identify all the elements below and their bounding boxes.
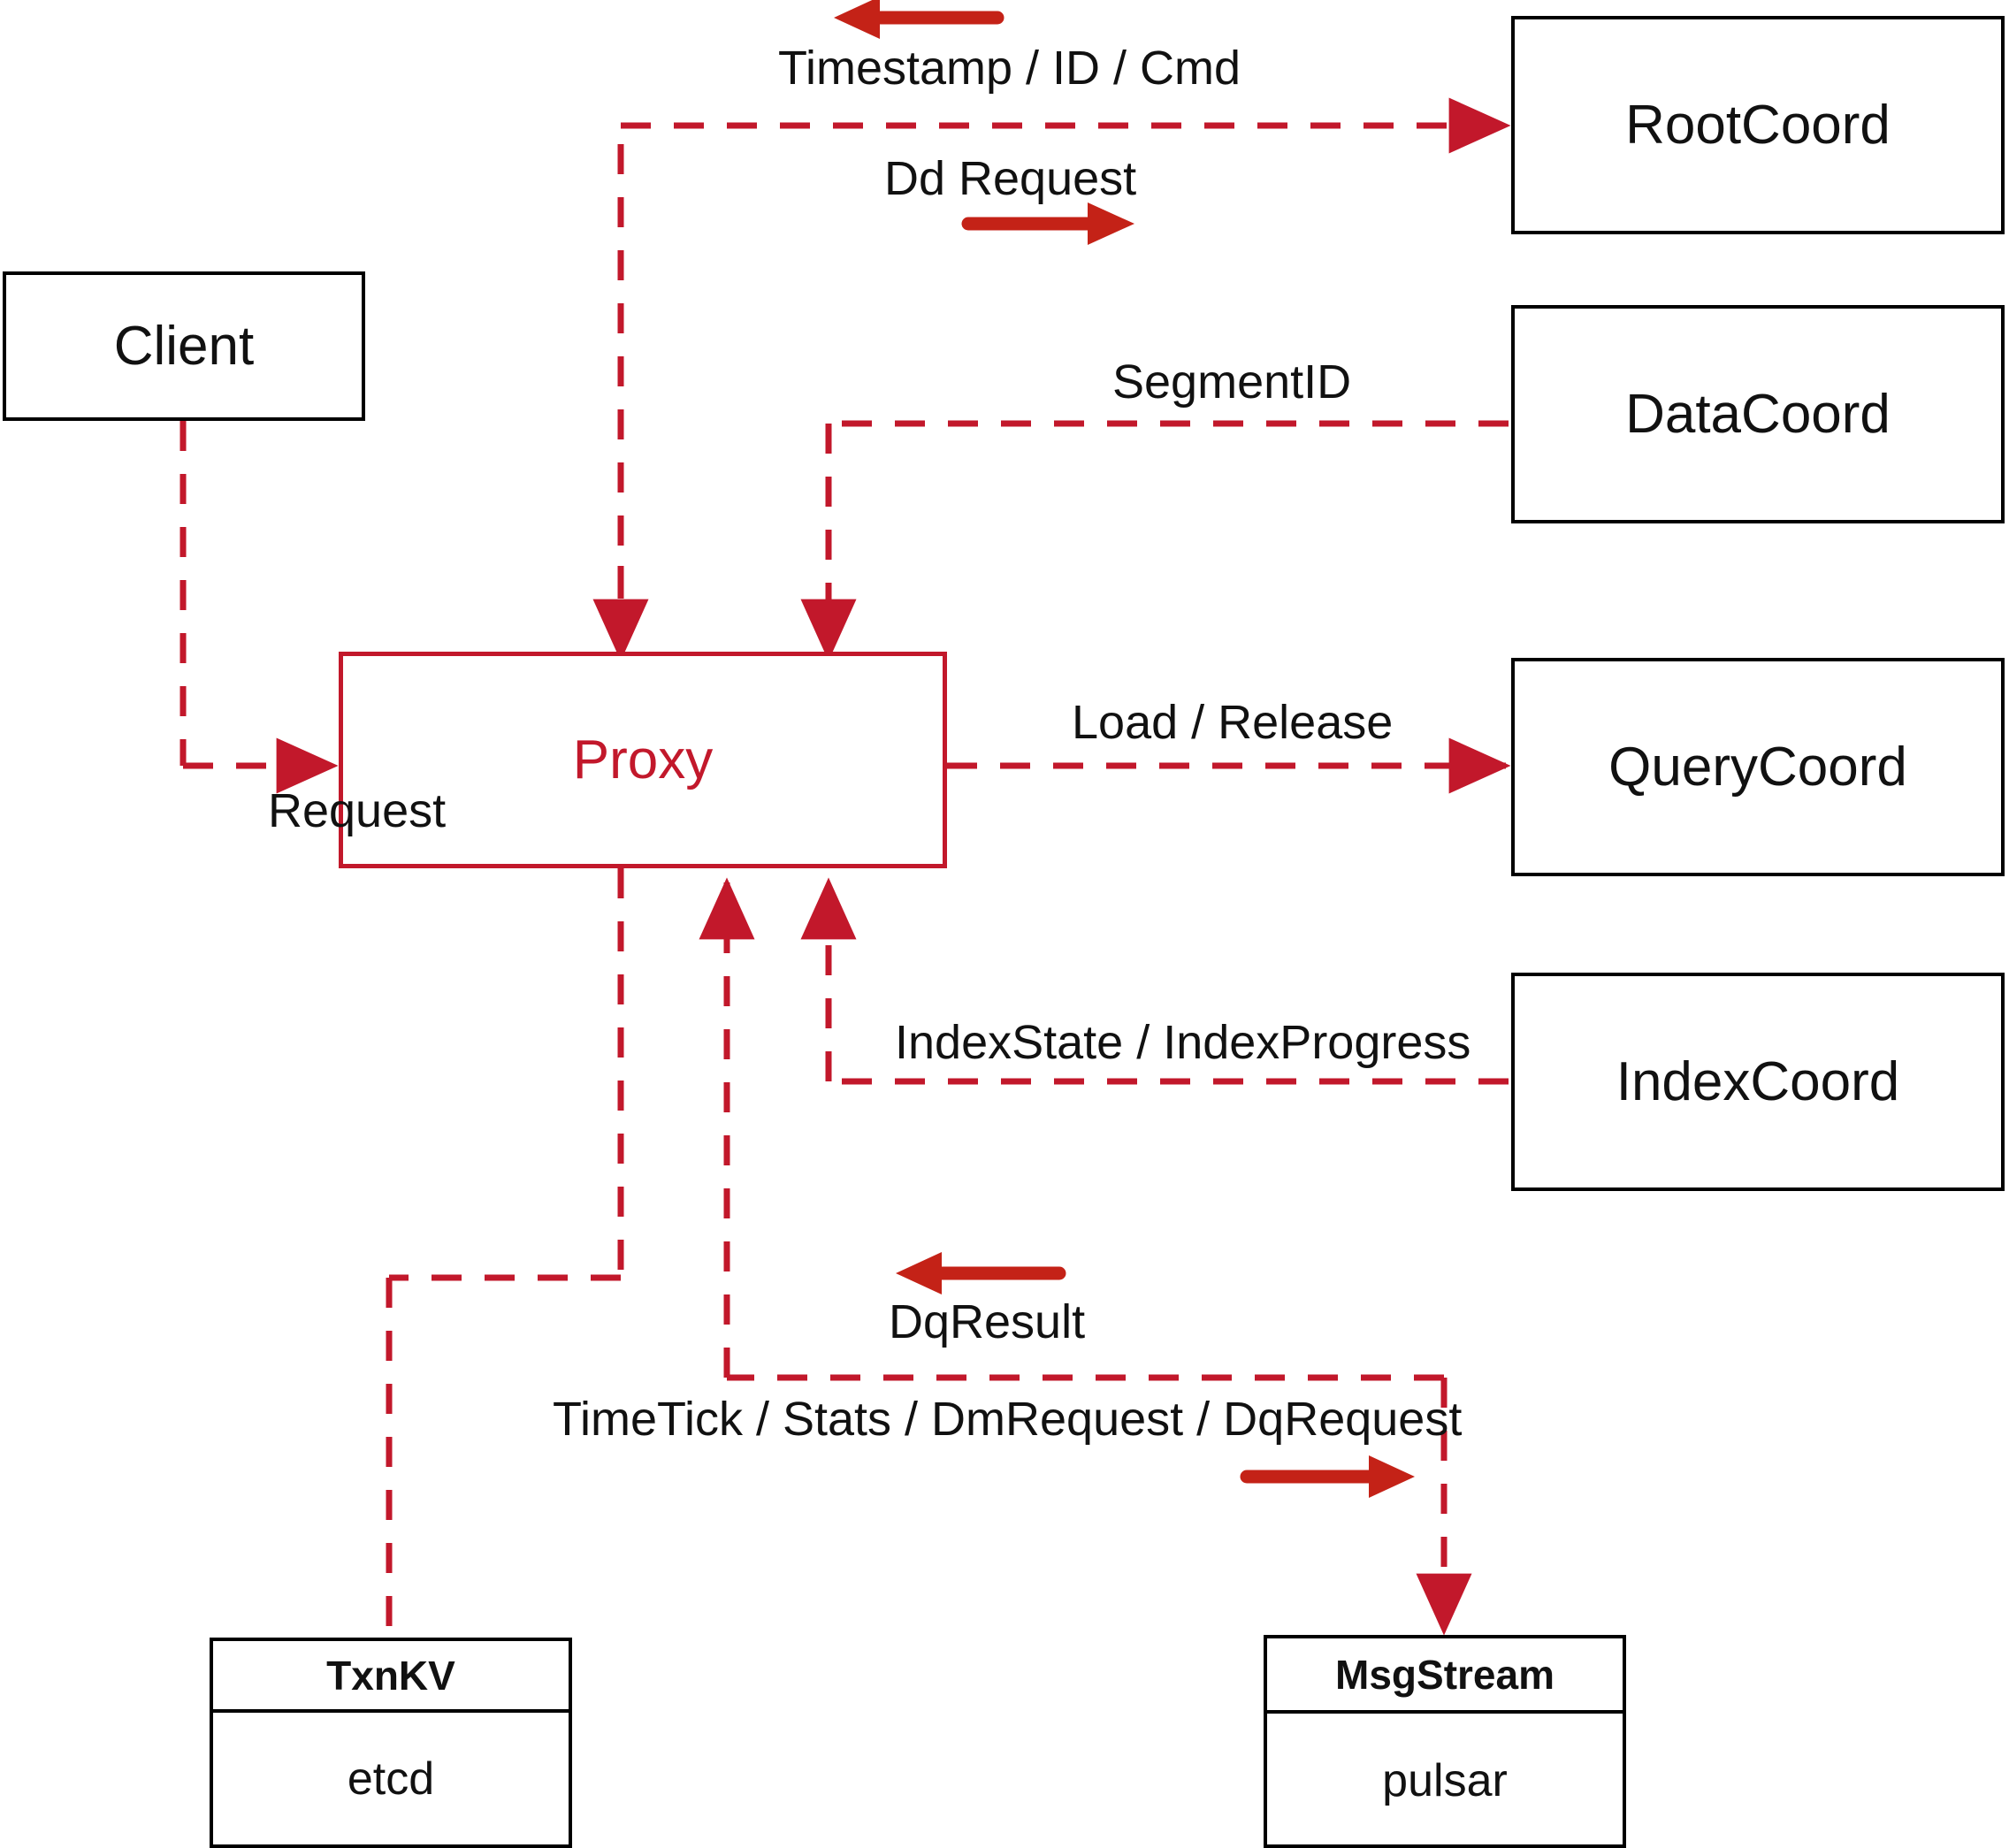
node-client-label: Client	[113, 315, 255, 377]
edge-label-request: Request	[268, 784, 447, 837]
edge-datacoord-to-proxy	[800, 420, 1509, 661]
node-txnkv-body: etcd	[347, 1753, 435, 1805]
node-proxy[interactable]: Proxy	[339, 652, 947, 868]
edge-label-timetick-stats-dm-dq: TimeTick / Stats / DmRequest / DqRequest	[553, 1393, 1463, 1446]
node-indexcoord[interactable]: IndexCoord	[1511, 973, 2005, 1191]
node-rootcoord-label: RootCoord	[1625, 94, 1891, 156]
edge-label-segment-id: SegmentID	[1112, 355, 1352, 409]
node-proxy-label: Proxy	[572, 729, 714, 790]
direction-arrow-dq-result	[896, 1252, 1066, 1294]
node-querycoord-label: QueryCoord	[1608, 736, 1907, 798]
node-msgstream[interactable]: MsgStream pulsar	[1264, 1635, 1626, 1848]
node-datacoord[interactable]: DataCoord	[1511, 305, 2005, 523]
edge-proxy-to-txnkv	[386, 868, 624, 1638]
edge-label-index-state-progress: IndexState / IndexProgress	[895, 1016, 1471, 1069]
edge-proxy-to-rootcoord	[592, 97, 1511, 661]
direction-arrow-timestamp	[834, 0, 1004, 39]
node-txnkv[interactable]: TxnKV etcd	[210, 1638, 572, 1848]
edge-label-dd-request: Dd Request	[884, 152, 1137, 205]
node-msgstream-header: MsgStream	[1267, 1638, 1623, 1714]
edge-label-dq-result: DqResult	[889, 1295, 1086, 1348]
edge-msgstream-to-proxy	[699, 877, 1444, 1381]
node-indexcoord-label: IndexCoord	[1616, 1050, 1900, 1112]
edge-label-load-release: Load / Release	[1072, 696, 1394, 749]
edge-indexcoord-to-proxy	[800, 877, 1509, 1085]
node-msgstream-body: pulsar	[1382, 1755, 1508, 1806]
edge-client-to-proxy	[180, 421, 339, 794]
direction-arrow-dd-request	[961, 202, 1134, 245]
node-querycoord[interactable]: QueryCoord	[1511, 658, 2005, 876]
edge-label-timestamp-id-cmd: Timestamp / ID / Cmd	[778, 42, 1241, 95]
direction-arrow-timetick	[1240, 1455, 1415, 1498]
node-rootcoord[interactable]: RootCoord	[1511, 16, 2005, 234]
node-txnkv-header: TxnKV	[213, 1641, 569, 1713]
node-client[interactable]: Client	[3, 271, 365, 421]
node-datacoord-label: DataCoord	[1625, 383, 1891, 445]
